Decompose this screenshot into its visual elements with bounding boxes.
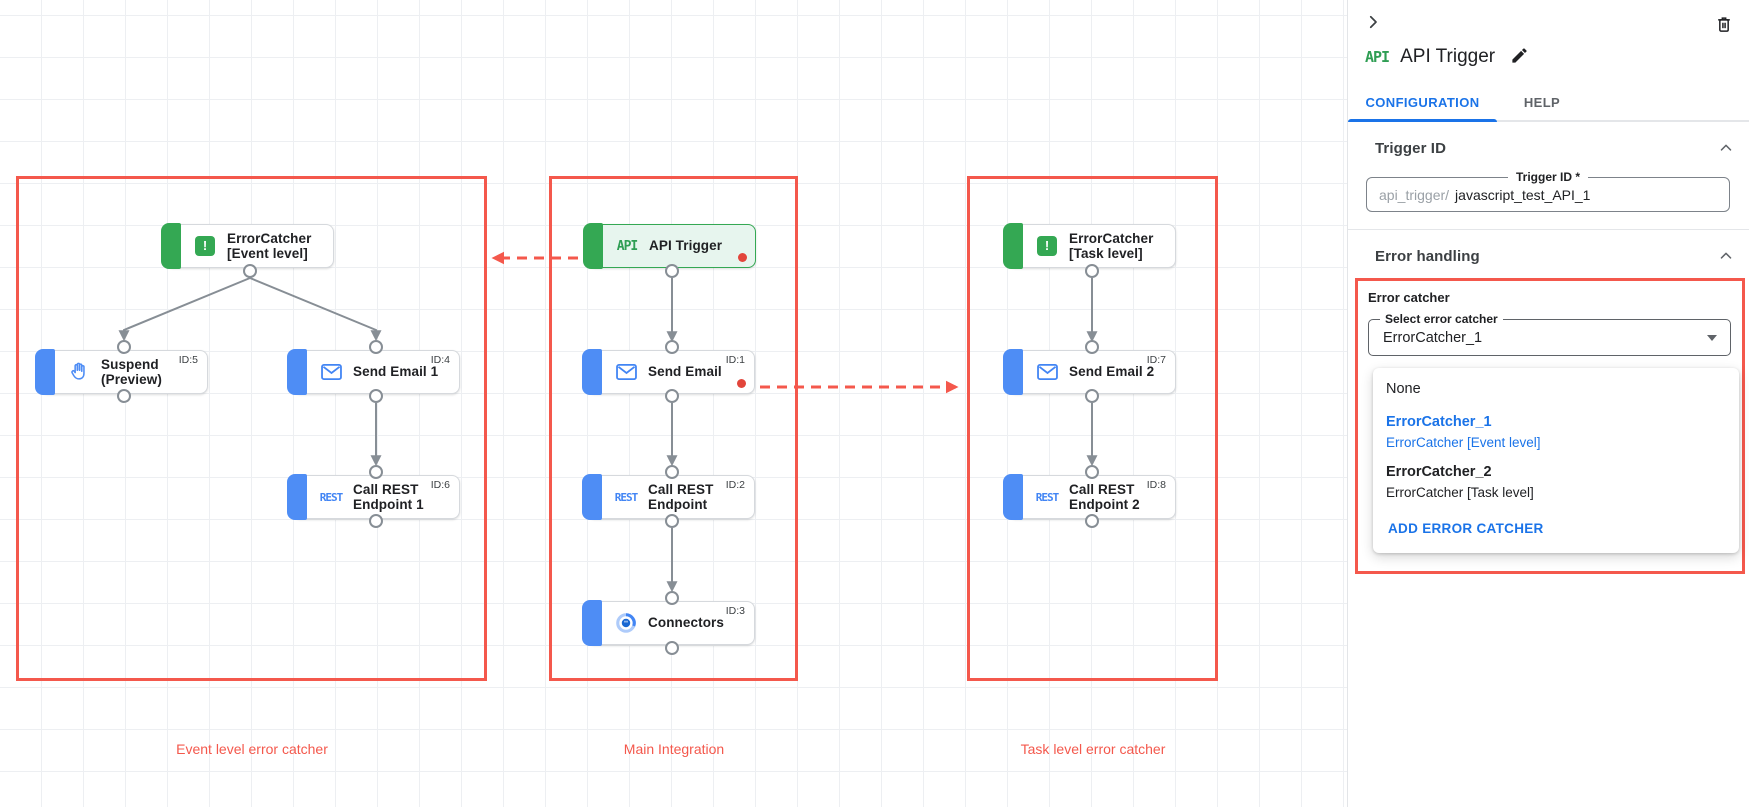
tab-help[interactable]: HELP bbox=[1523, 94, 1561, 110]
node-title: Send Email 2 bbox=[1069, 364, 1155, 380]
integration-canvas[interactable]: ! ErrorCatcher[Event level] Suspend(Prev… bbox=[0, 0, 1347, 807]
collapse-panel-button[interactable] bbox=[1360, 9, 1386, 35]
dropdown-option-errorcatcher-2[interactable]: ErrorCatcher_2 ErrorCatcher [Task level] bbox=[1386, 462, 1729, 503]
rest-logo-icon: REST bbox=[319, 490, 344, 504]
node-id-badge: ID:6 bbox=[430, 479, 450, 491]
node-send-email-1[interactable]: Send Email 1 ID:4 bbox=[287, 349, 460, 395]
node-suspend-preview[interactable]: Suspend(Preview) ID:5 bbox=[35, 349, 208, 395]
trigger-id-field-label: Trigger ID * bbox=[1507, 170, 1589, 184]
node-title: Send Email bbox=[648, 364, 722, 380]
node-id-badge: ID:5 bbox=[178, 354, 198, 366]
node-title: Connectors bbox=[648, 615, 725, 631]
delete-trigger-button[interactable] bbox=[1711, 11, 1737, 37]
section-title: Error handling bbox=[1375, 247, 1480, 265]
node-id-badge: ID:7 bbox=[1146, 354, 1166, 366]
dropdown-option-none[interactable]: None bbox=[1386, 381, 1421, 397]
hand-icon bbox=[65, 361, 93, 383]
error-catcher-icon: ! bbox=[191, 236, 219, 256]
group-label-event-level: Event level error catcher bbox=[176, 741, 328, 757]
node-id-badge: ID:4 bbox=[430, 354, 450, 366]
email-icon bbox=[1033, 363, 1061, 381]
section-header-error-handling[interactable]: Error handling bbox=[1348, 230, 1749, 271]
node-title: Call REST bbox=[1069, 481, 1135, 497]
node-connectors[interactable]: Connectors ID:3 bbox=[582, 600, 755, 646]
option-detail: ErrorCatcher [Task level] bbox=[1386, 485, 1534, 500]
trigger-id-input[interactable]: Trigger ID * api_trigger/ javascript_tes… bbox=[1366, 170, 1730, 212]
node-title: API Trigger bbox=[649, 238, 723, 254]
node-subtitle: [Event level] bbox=[227, 246, 308, 261]
option-name: ErrorCatcher_1 bbox=[1386, 414, 1492, 430]
email-icon bbox=[612, 363, 640, 381]
node-title: Call REST bbox=[648, 481, 714, 497]
tab-configuration[interactable]: CONFIGURATION bbox=[1365, 94, 1480, 110]
chevron-up-icon[interactable] bbox=[1717, 139, 1735, 157]
node-title: Suspend bbox=[101, 356, 159, 372]
node-subtitle: [Task level] bbox=[1069, 246, 1143, 261]
panel-tabs: CONFIGURATION HELP bbox=[1348, 84, 1749, 122]
rest-logo-icon: REST bbox=[1035, 490, 1060, 504]
node-api-trigger[interactable]: API API Trigger bbox=[583, 223, 756, 269]
annotation-box-main-integration bbox=[549, 176, 798, 681]
node-send-email-2[interactable]: Send Email 2 ID:7 bbox=[1003, 349, 1176, 395]
node-id-badge: ID:8 bbox=[1146, 479, 1166, 491]
node-title: ErrorCatcher bbox=[227, 230, 312, 246]
section-divider bbox=[1348, 229, 1749, 230]
group-label-main-integration: Main Integration bbox=[623, 741, 725, 757]
error-indicator-dot bbox=[737, 379, 746, 388]
config-panel: API API Trigger CONFIGURATION HELP Trigg… bbox=[1347, 0, 1749, 807]
panel-title: API Trigger bbox=[1400, 46, 1496, 67]
node-title: Call REST bbox=[353, 481, 419, 497]
option-name: ErrorCatcher_2 bbox=[1386, 464, 1492, 480]
node-subtitle: Endpoint 1 bbox=[353, 497, 424, 512]
api-logo-icon: API bbox=[1365, 48, 1390, 66]
node-subtitle: Endpoint bbox=[648, 497, 708, 512]
node-title: Send Email 1 bbox=[353, 364, 439, 380]
api-logo-icon: API bbox=[616, 238, 638, 254]
rest-logo-icon: REST bbox=[614, 490, 639, 504]
annotation-box-task-level bbox=[967, 176, 1218, 681]
dropdown-option-errorcatcher-1[interactable]: ErrorCatcher_1 ErrorCatcher [Event level… bbox=[1386, 412, 1729, 453]
section-header-trigger-id[interactable]: Trigger ID bbox=[1348, 122, 1749, 163]
annotation-box-event-level bbox=[16, 176, 487, 681]
chevron-up-icon[interactable] bbox=[1717, 247, 1735, 265]
option-detail: ErrorCatcher [Event level] bbox=[1386, 435, 1541, 450]
trigger-id-value[interactable]: javascript_test_API_1 bbox=[1455, 186, 1591, 203]
email-icon bbox=[317, 363, 345, 381]
pencil-icon bbox=[1512, 48, 1527, 63]
section-title: Trigger ID bbox=[1375, 139, 1447, 157]
chevron-right-icon bbox=[1369, 15, 1377, 29]
node-subtitle: (Preview) bbox=[101, 372, 162, 387]
node-send-email[interactable]: Send Email ID:1 bbox=[582, 349, 755, 395]
rename-trigger-button[interactable] bbox=[1506, 46, 1529, 68]
annotation-box-error-catcher-setting: Error catcher Select error catcher Error… bbox=[1355, 278, 1745, 574]
error-catcher-label: Error catcher bbox=[1368, 290, 1450, 305]
add-error-catcher-button[interactable]: ADD ERROR CATCHER bbox=[1388, 521, 1544, 536]
error-catcher-select[interactable]: Select error catcher ErrorCatcher_1 bbox=[1368, 312, 1731, 356]
node-id-badge: ID:3 bbox=[725, 605, 745, 617]
dropdown-caret-icon bbox=[1707, 335, 1717, 341]
node-id-badge: ID:2 bbox=[725, 479, 745, 491]
active-tab-underline bbox=[1348, 119, 1497, 122]
panel-toolbar bbox=[1348, 0, 1749, 42]
error-catcher-dropdown: None ErrorCatcher_1 ErrorCatcher [Event … bbox=[1373, 368, 1739, 553]
trigger-header: API API Trigger bbox=[1348, 42, 1749, 84]
node-id-badge: ID:1 bbox=[725, 354, 745, 366]
select-floating-label: Select error catcher bbox=[1380, 312, 1503, 326]
node-errorcatcher-event-level[interactable]: ! ErrorCatcher[Event level] bbox=[161, 223, 334, 269]
select-value: ErrorCatcher_1 bbox=[1383, 329, 1483, 346]
error-catcher-icon: ! bbox=[1033, 236, 1061, 256]
connectors-icon bbox=[612, 612, 640, 634]
group-label-task-level: Task level error catcher bbox=[1020, 741, 1166, 757]
node-errorcatcher-task-level[interactable]: ! ErrorCatcher[Task level] bbox=[1003, 223, 1176, 269]
node-subtitle: Endpoint 2 bbox=[1069, 497, 1140, 512]
node-title: ErrorCatcher bbox=[1069, 230, 1154, 246]
trash-icon bbox=[1718, 17, 1730, 32]
trigger-id-prefix: api_trigger/ bbox=[1379, 186, 1450, 203]
error-indicator-dot bbox=[738, 253, 747, 262]
